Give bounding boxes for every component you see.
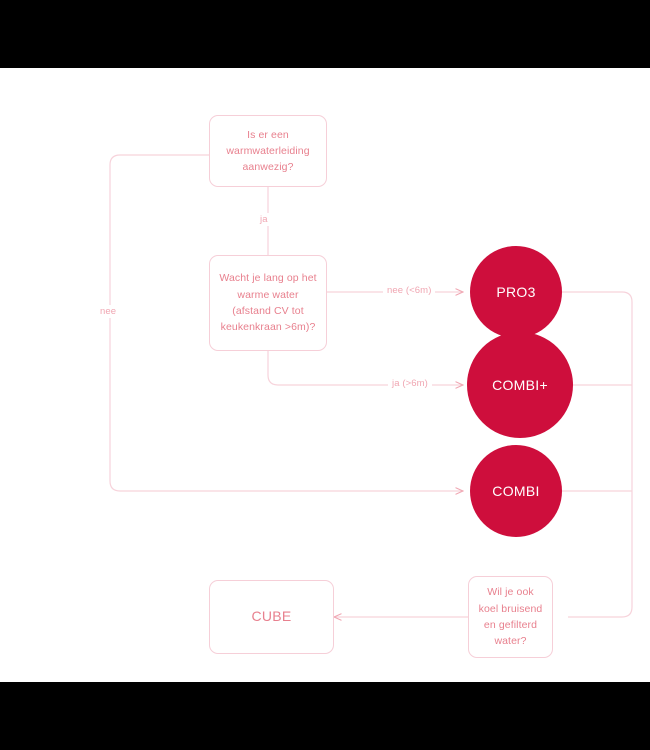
node-result-cube[interactable]: CUBE: [209, 580, 334, 654]
letterbox-bottom: [0, 682, 650, 750]
node-decision-wachttijd[interactable]: Wacht je lang op het warme water (afstan…: [209, 255, 327, 351]
node-decision-warmwaterleiding[interactable]: Is er een warmwaterleiding aanwezig?: [209, 115, 327, 187]
node-label: Wacht je lang op het warme water (afstan…: [219, 272, 317, 334]
flowchart-canvas: Is er een warmwaterleiding aanwezig? Wac…: [0, 68, 650, 682]
edge-pro3-bus: [555, 291, 633, 618]
node-result-combi-plus[interactable]: COMBI+: [467, 332, 573, 438]
node-result-combi[interactable]: COMBI: [470, 445, 562, 537]
edge-label-ja: ja: [256, 213, 272, 226]
edge-label-nee-lt6m: nee (<6m): [383, 284, 436, 297]
node-label: CUBE: [251, 608, 292, 625]
node-result-pro3[interactable]: PRO3: [470, 246, 562, 338]
edge-q1-combi: [109, 154, 463, 491]
node-label: Is er een warmwaterleiding aanwezig?: [226, 128, 310, 174]
node-label: PRO3: [496, 284, 536, 300]
node-label: COMBI: [492, 483, 540, 499]
edge-label-ja-gt6m: ja (>6m): [388, 377, 432, 390]
connector-layer: [109, 154, 633, 682]
letterbox-top: [0, 0, 650, 68]
edge-q2-combip: [267, 325, 463, 385]
node-label: Wil je ook koel bruisend en gefilterd wa…: [478, 586, 543, 648]
node-decision-bruisend-water[interactable]: Wil je ook koel bruisend en gefilterd wa…: [468, 576, 553, 658]
node-label: COMBI+: [492, 377, 548, 393]
edge-label-nee: nee: [96, 305, 121, 318]
